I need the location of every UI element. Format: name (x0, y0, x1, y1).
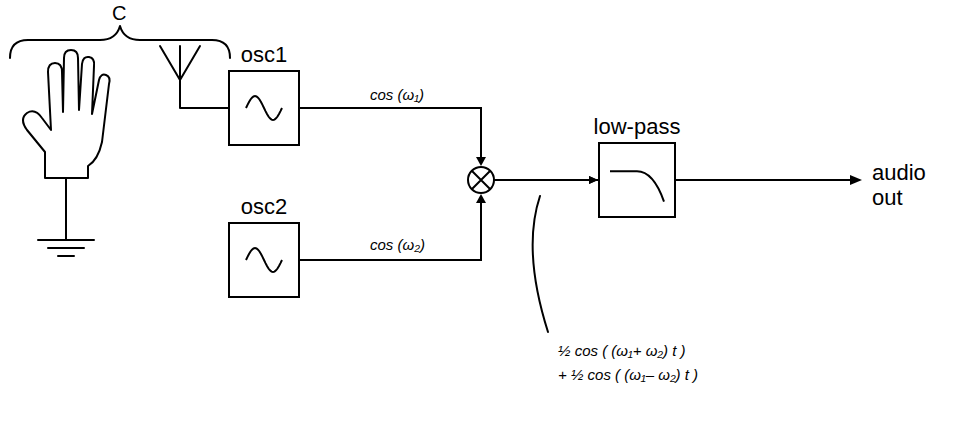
output-label: audio out (872, 160, 958, 211)
block-box (598, 142, 676, 218)
block-node: osc2 (228, 222, 300, 298)
arrowhead (476, 157, 486, 166)
capacitance-brace (10, 26, 230, 58)
block-node: osc1 (228, 70, 300, 146)
leader-line (533, 196, 548, 332)
lowpass-icon (600, 144, 674, 216)
sine-icon (230, 72, 298, 144)
block-box (228, 70, 300, 146)
signal-wire (300, 180, 598, 260)
ground-symbol (38, 240, 94, 256)
signal-label: cos (ω₁) (368, 86, 426, 103)
block-title: osc1 (241, 42, 287, 68)
block-title: osc2 (241, 194, 287, 220)
mixer-symbol (468, 167, 494, 193)
output-wire (676, 179, 850, 181)
sine-icon (230, 224, 298, 296)
block-title: low-pass (594, 114, 681, 140)
signal-label: cos (ω₂) (368, 236, 427, 253)
block-node: low-pass (598, 142, 676, 218)
signal-label: + ½ cos ( (ω₁– ω₂) t ) (556, 366, 700, 383)
signal-label: ½ cos ( (ω₁+ ω₂) t ) (556, 342, 688, 359)
hand-illustration (23, 50, 110, 178)
capacitance-label: C (112, 2, 126, 25)
ground-wire (65, 178, 67, 240)
block-box (228, 222, 300, 298)
signal-wire (300, 108, 598, 180)
mixer-cross (472, 171, 490, 189)
antenna-symbol (160, 46, 228, 108)
arrowhead (850, 175, 862, 185)
arrowhead (476, 194, 486, 203)
